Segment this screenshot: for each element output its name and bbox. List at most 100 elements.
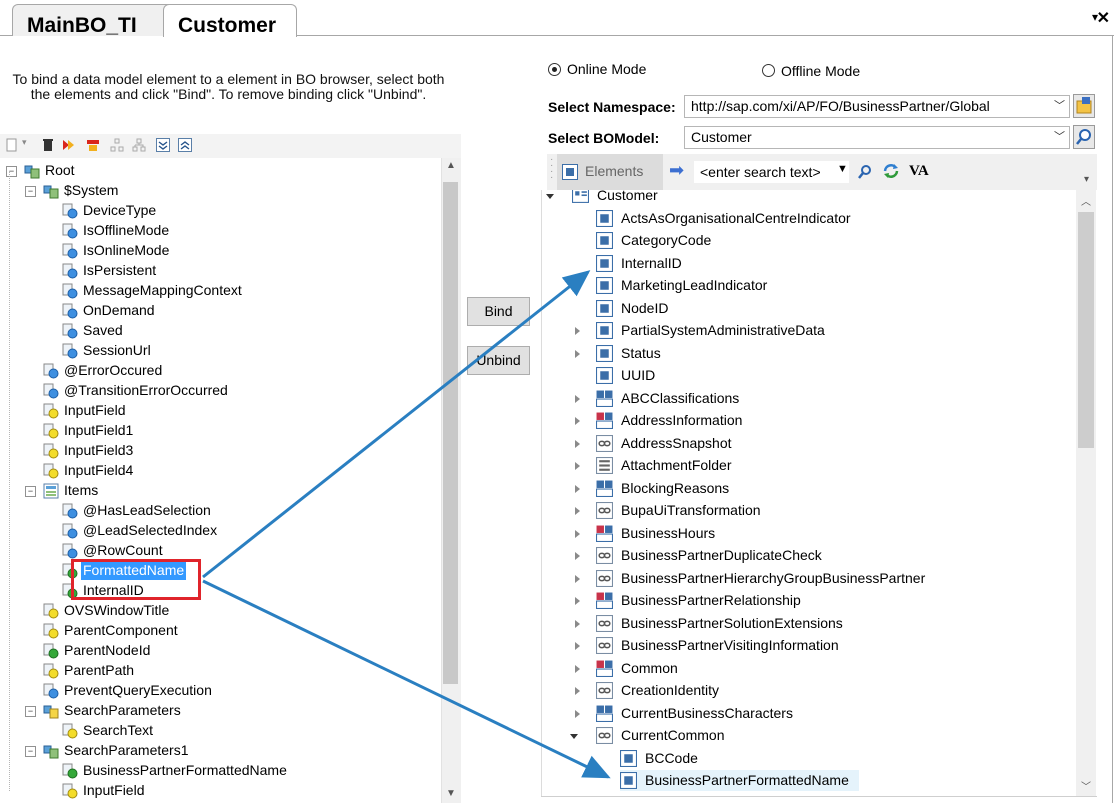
data-model-scroll-thumb[interactable] bbox=[443, 182, 458, 684]
bomodel-select[interactable]: Customer ﹀ bbox=[684, 126, 1070, 149]
association-red-icon bbox=[596, 412, 613, 429]
tree-expander-icon[interactable] bbox=[575, 597, 580, 605]
tree-expander-icon[interactable] bbox=[575, 709, 580, 718]
attribute-yellow-icon bbox=[62, 723, 78, 739]
scroll-down-icon[interactable]: ▼ bbox=[446, 788, 456, 799]
expand-all-icon[interactable] bbox=[156, 138, 170, 152]
element-icon bbox=[596, 344, 613, 362]
tab-customer[interactable]: Customer bbox=[163, 4, 297, 37]
bo-tree-node[interactable]: BusinessPartnerFormattedName bbox=[620, 770, 859, 791]
tab-mainbo[interactable]: MainBO_TI bbox=[12, 4, 177, 36]
bo-tree-bottom-border bbox=[541, 796, 1097, 797]
tree-expander-icon[interactable] bbox=[575, 417, 580, 425]
tree-expander-icon[interactable] bbox=[575, 439, 580, 448]
bo-tree-node-label: BusinessPartnerDuplicateCheck bbox=[621, 547, 822, 563]
namespace-browse-icon[interactable] bbox=[1073, 94, 1095, 118]
tree-node-label: @TransitionErrorOccurred bbox=[64, 382, 228, 398]
bind-wizard-icon[interactable] bbox=[62, 138, 76, 152]
attribute-blue-icon bbox=[62, 523, 78, 539]
bo-tree-node-label: BusinessPartnerHierarchyGroupBusinessPar… bbox=[621, 569, 926, 586]
tree-node-label: ParentPath bbox=[64, 662, 135, 678]
tree-expander-icon[interactable] bbox=[575, 664, 580, 673]
namespace-select[interactable]: http://sap.com/xi/AP/FO/BusinessPartner/… bbox=[684, 95, 1070, 118]
search-dropdown-icon[interactable]: ▼ bbox=[837, 163, 848, 175]
scroll-up-icon[interactable]: ▲ bbox=[446, 160, 456, 171]
refresh-icon[interactable] bbox=[882, 162, 900, 180]
tree-expander-icon[interactable] bbox=[575, 552, 580, 560]
scroll-down-icon[interactable]: ﹀ bbox=[1081, 782, 1091, 793]
bo-tree-node-label: BupaUiTransformation bbox=[621, 502, 761, 518]
attribute-blue-icon bbox=[62, 203, 78, 219]
new-item-icon[interactable] bbox=[5, 138, 19, 152]
structure-node-icon bbox=[43, 185, 59, 199]
close-icon[interactable]: ✕ bbox=[1096, 10, 1110, 27]
tree-node-label: MessageMappingContext bbox=[83, 282, 242, 298]
structure-icon[interactable] bbox=[132, 138, 146, 152]
tree-expander-icon[interactable] bbox=[575, 349, 580, 358]
attribute-yellow-icon bbox=[43, 423, 59, 439]
delete-icon[interactable] bbox=[41, 138, 55, 152]
unbind-button[interactable]: Unbind bbox=[467, 346, 530, 375]
bomodel-search-icon[interactable] bbox=[1073, 125, 1095, 149]
offline-mode-radio[interactable] bbox=[762, 64, 775, 77]
bo-tree-node-label: CreationIdentity bbox=[621, 682, 720, 698]
search-icon[interactable] bbox=[857, 164, 873, 180]
tree-expander-icon[interactable] bbox=[575, 642, 580, 650]
va-button[interactable]: VA bbox=[909, 163, 929, 179]
tree-expander-icon[interactable]: − bbox=[25, 186, 36, 197]
attribute-blue-icon bbox=[62, 283, 78, 299]
bo-tree-node-label: BCCode bbox=[645, 749, 698, 766]
bind-button[interactable]: Bind bbox=[467, 297, 530, 326]
tree-expander-icon[interactable] bbox=[575, 394, 580, 403]
tree-node-label: InputField3 bbox=[64, 442, 134, 458]
tree-expander-icon[interactable] bbox=[575, 574, 580, 583]
toolbar-overflow-icon[interactable]: ▾ bbox=[1084, 174, 1090, 185]
tree-node-label: ParentNodeId bbox=[64, 642, 151, 658]
tree-expander-icon[interactable] bbox=[575, 687, 580, 695]
bo-tree-node-label: BusinessPartnerFormattedName bbox=[645, 772, 849, 788]
element-icon bbox=[620, 772, 637, 789]
tree-node-label: InputField bbox=[64, 402, 126, 418]
chevron-down-icon[interactable]: ﹀ bbox=[1054, 131, 1065, 143]
tree-expander-icon[interactable] bbox=[575, 484, 580, 493]
tree-expander-icon[interactable]: − bbox=[25, 706, 36, 717]
bo-tree-scroll-thumb[interactable] bbox=[1078, 212, 1094, 448]
attribute-blue-icon bbox=[43, 363, 59, 379]
association-red-icon bbox=[596, 660, 613, 677]
unbind-wizard-icon[interactable] bbox=[86, 138, 100, 152]
tree-expander-icon[interactable]: − bbox=[25, 746, 36, 757]
collapse-all-icon[interactable] bbox=[178, 138, 192, 152]
tab-list-dropdown-icon[interactable]: ▾ bbox=[1091, 10, 1098, 24]
chevron-down-icon[interactable]: ﹀ bbox=[1054, 100, 1065, 112]
tree-node-label: InputField bbox=[83, 782, 145, 798]
attribute-blue-icon bbox=[43, 683, 59, 699]
scroll-up-icon[interactable]: ︿ bbox=[1081, 197, 1091, 208]
tree-expander-icon[interactable] bbox=[575, 462, 580, 470]
tree-expander-icon[interactable]: − bbox=[25, 486, 36, 497]
attribute-blue-icon bbox=[62, 223, 78, 239]
tree-expander-icon[interactable] bbox=[575, 619, 580, 628]
attribute-blue-icon bbox=[62, 243, 78, 259]
tree-node-label: ParentComponent bbox=[64, 622, 178, 638]
tree-expander-icon[interactable] bbox=[575, 327, 580, 335]
folder-list-icon bbox=[596, 457, 613, 474]
arrow-right-icon[interactable]: ➡ bbox=[669, 160, 685, 180]
search-input[interactable]: <enter search text> bbox=[694, 161, 849, 183]
tree-expander-icon[interactable] bbox=[575, 507, 580, 515]
bo-tree-node-label: CurrentCommon bbox=[621, 727, 725, 743]
tree-expander-icon[interactable] bbox=[570, 734, 578, 739]
online-mode-radio[interactable] bbox=[548, 63, 561, 76]
elements-toggle[interactable]: Elements bbox=[557, 154, 663, 190]
tree-expander-icon[interactable]: − bbox=[6, 166, 17, 177]
tree-expander-icon[interactable] bbox=[575, 529, 580, 538]
attribute-blue-icon bbox=[62, 303, 78, 319]
hierarchy-icon[interactable] bbox=[110, 138, 124, 152]
bo-tree-node-label: AttachmentFolder bbox=[621, 457, 732, 473]
new-dropdown-icon[interactable]: ▾ bbox=[22, 137, 27, 147]
tree-node-label: @ErrorOccured bbox=[64, 362, 163, 378]
tree-node-label: SessionUrl bbox=[83, 342, 151, 358]
tree-expander-icon[interactable] bbox=[546, 194, 554, 199]
link-icon bbox=[596, 637, 613, 654]
